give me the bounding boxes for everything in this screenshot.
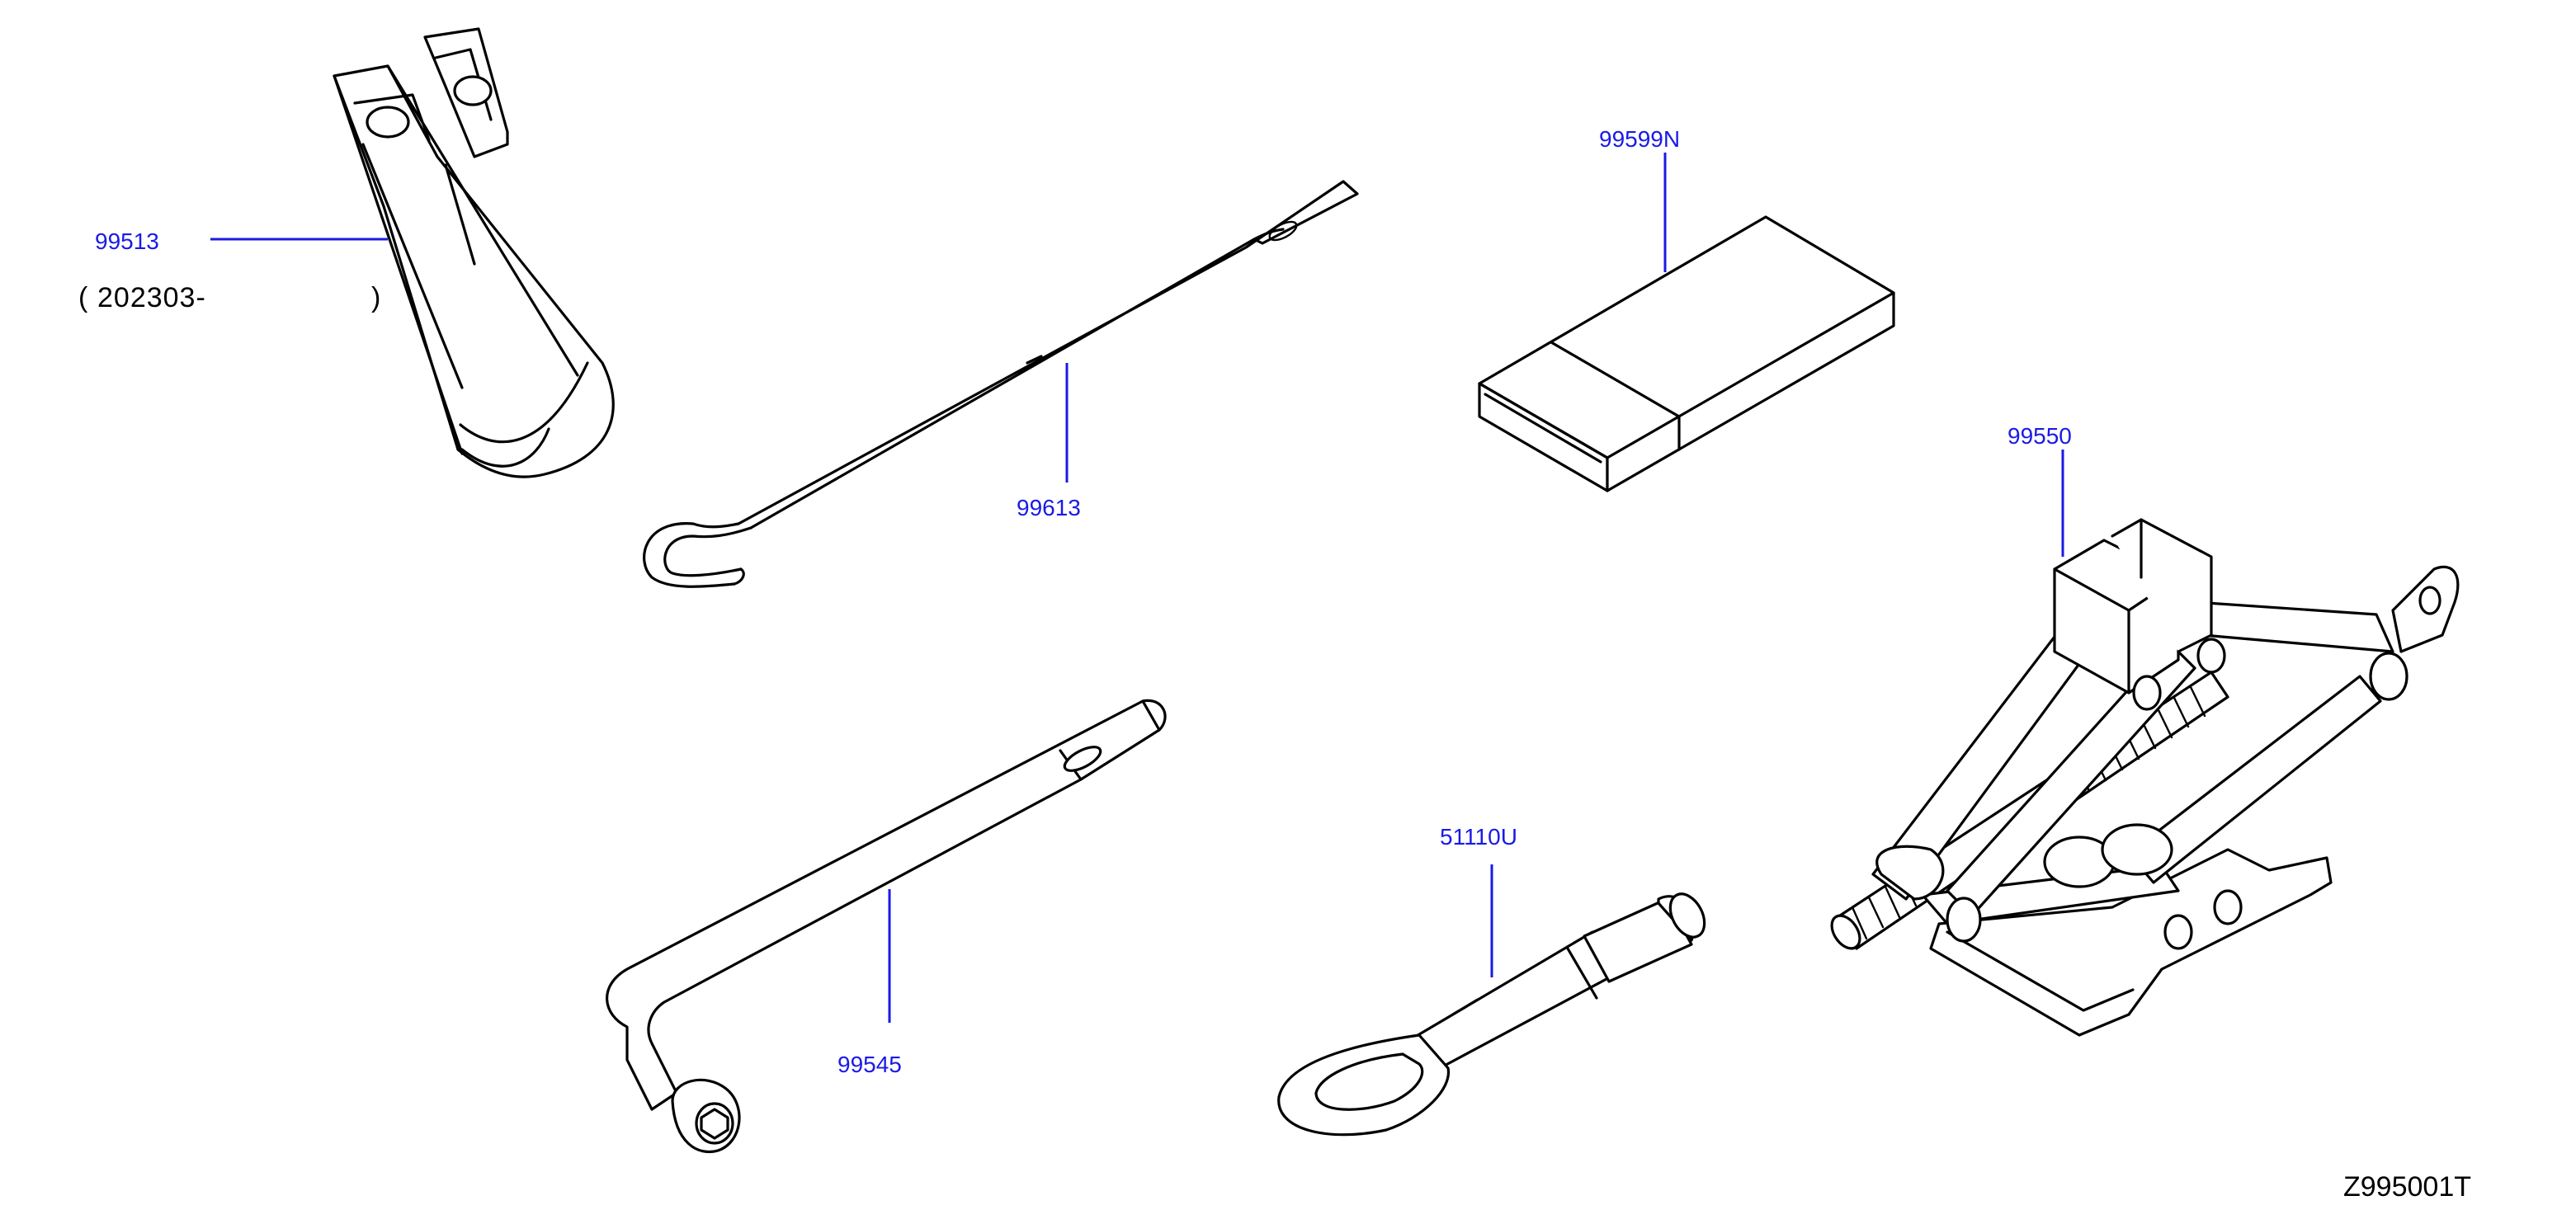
part-99550-drawing: [1830, 518, 2460, 1037]
part-51110U-drawing: [1277, 892, 1706, 1137]
part-99613-drawing: [643, 180, 1359, 588]
label-99513: 99513: [95, 228, 159, 254]
part-99513-drawing: [333, 27, 615, 478]
part-99599N-drawing: [1478, 215, 1895, 492]
label-99545: 99545: [837, 1052, 902, 1077]
part-99545-drawing: [606, 699, 1167, 1153]
note-open-paren: (: [78, 282, 88, 313]
label-99599N: 99599N: [1599, 126, 1680, 152]
diagram-code: Z995001T: [2343, 1171, 2471, 1203]
label-99613: 99613: [1017, 495, 1081, 520]
label-99550: 99550: [2007, 423, 2072, 449]
note-99513-date: 202303-: [97, 282, 206, 313]
label-51110U: 51110U: [1440, 824, 1517, 850]
note-close-paren: ): [371, 282, 381, 313]
